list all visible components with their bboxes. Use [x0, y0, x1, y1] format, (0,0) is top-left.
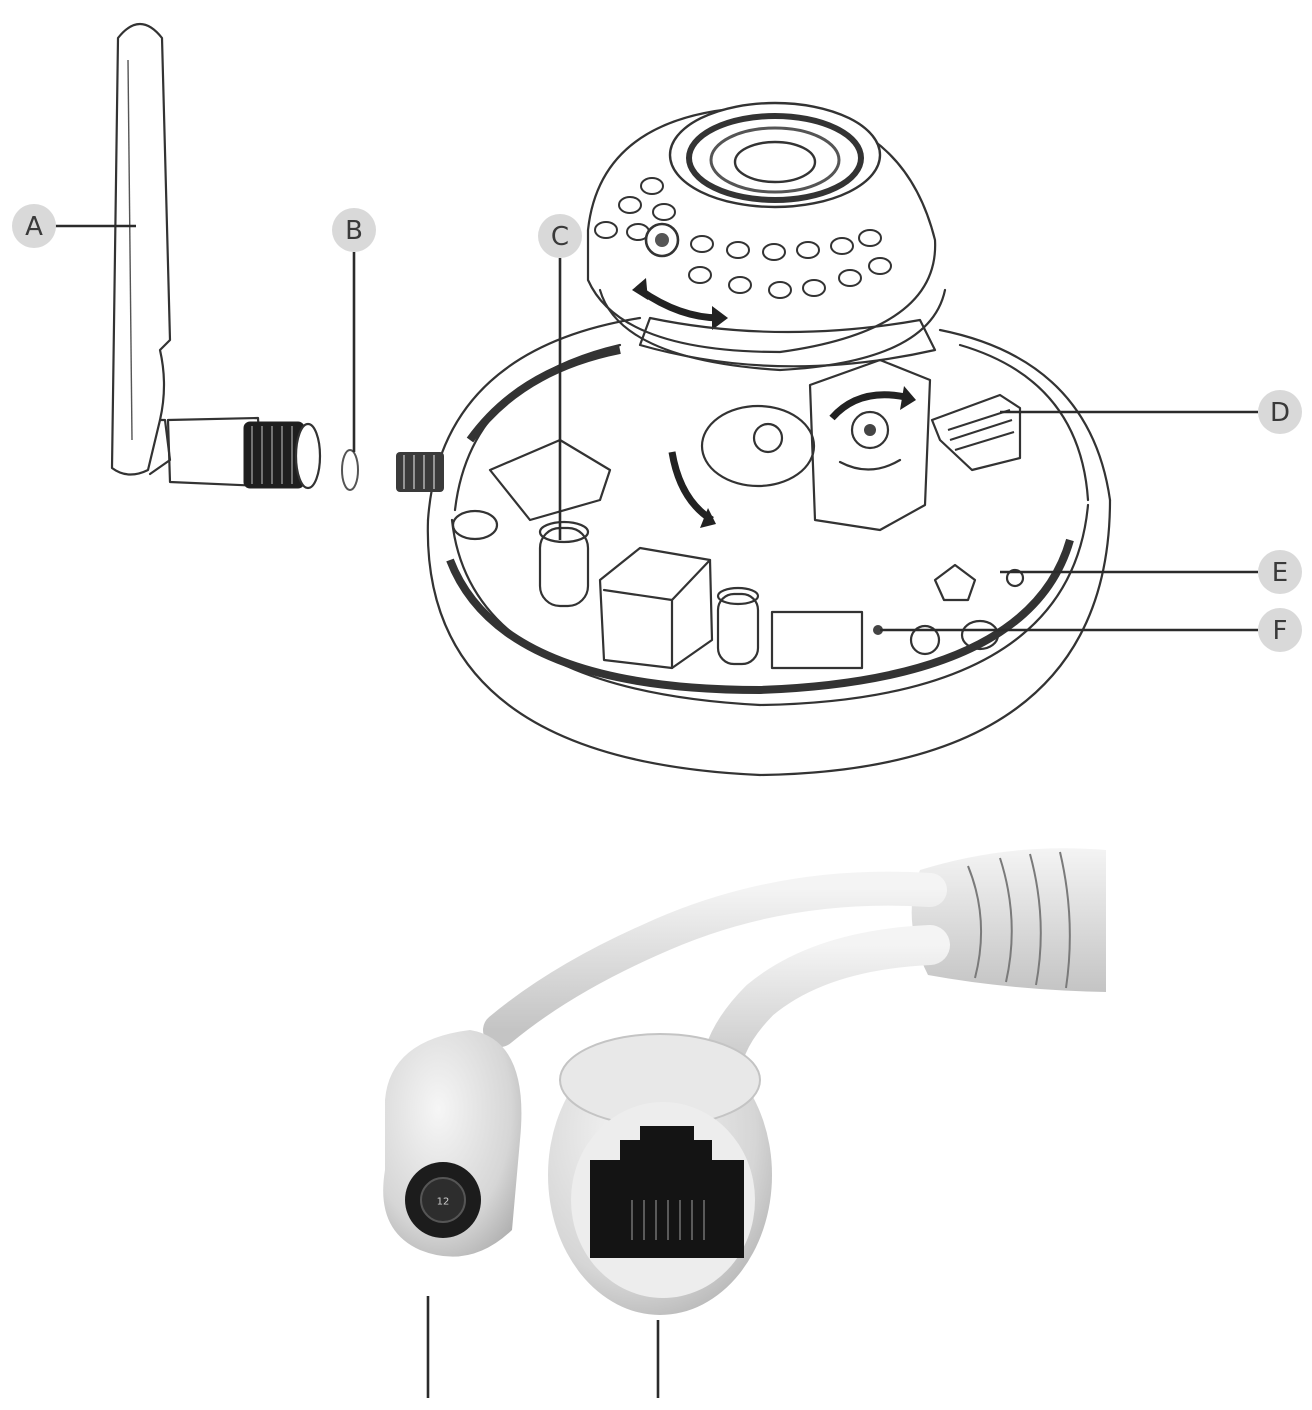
antenna: [110, 22, 322, 490]
callout-a: A: [12, 204, 136, 248]
callout-label-e: E: [1272, 558, 1288, 588]
callout-c: C: [538, 214, 582, 540]
callout-label-b: B: [345, 216, 363, 246]
dc-jack-marking: 12: [437, 1197, 450, 1208]
callout-f: F: [880, 608, 1302, 652]
dome-camera: [396, 101, 1112, 777]
callout-label-f: F: [1273, 616, 1288, 646]
callout-e: E: [1000, 550, 1302, 594]
callout-b: B: [332, 208, 376, 452]
washer: [341, 449, 359, 491]
callout-label-a: A: [25, 212, 43, 242]
callout-label-d: D: [1270, 398, 1290, 428]
callout-label-c: C: [551, 222, 569, 252]
rj45-network-port: [590, 1126, 744, 1258]
callout-d: D: [1000, 390, 1302, 434]
connector-cable: 12: [383, 848, 1106, 1398]
